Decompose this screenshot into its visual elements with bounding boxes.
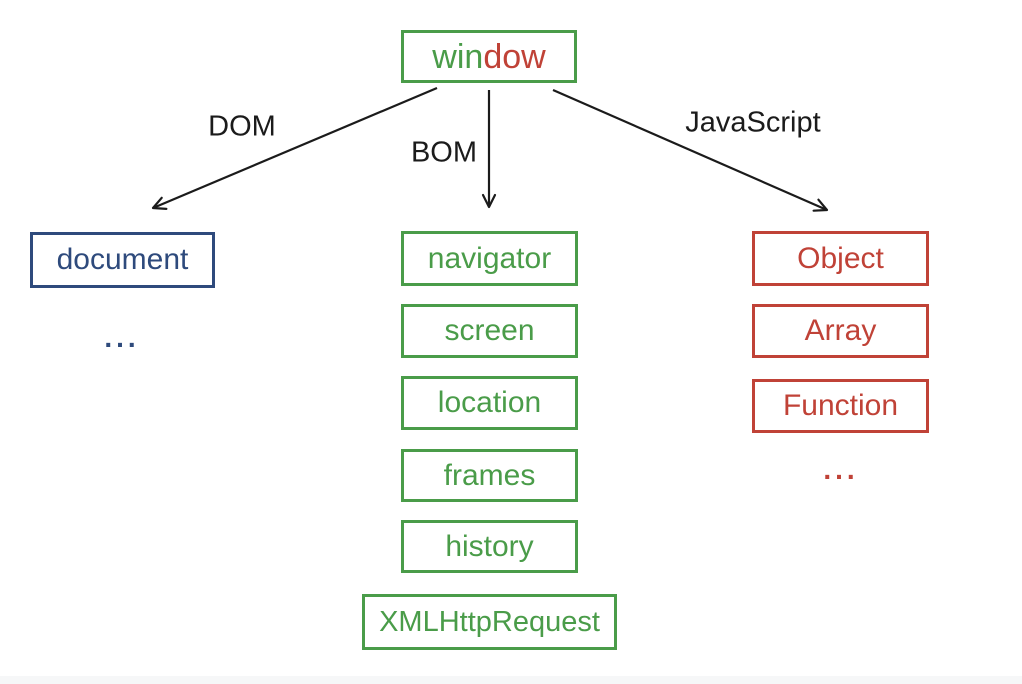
- node-location: location: [401, 376, 578, 430]
- bom-branch-label: BOM: [410, 136, 478, 169]
- dom-branch-arrow: [151, 86, 438, 210]
- node-frames: frames: [401, 449, 578, 502]
- node-object: Object: [752, 231, 929, 286]
- node-history: history: [401, 520, 578, 573]
- node-navigator: navigator: [401, 231, 578, 286]
- node-xmlhttprequest: XMLHttpRequest: [362, 594, 617, 650]
- js-ellipsis: ...: [823, 454, 859, 485]
- node-array: Array: [752, 304, 929, 358]
- bottom-edge-strip: [0, 676, 1022, 684]
- window-label-red-part: dow: [483, 37, 546, 76]
- js-branch-label: JavaScript: [685, 106, 821, 139]
- window-label-green-part: win: [432, 37, 484, 76]
- dom-branch-label: DOM: [208, 110, 276, 143]
- node-document: document: [30, 232, 215, 288]
- dom-ellipsis: ...: [104, 322, 140, 353]
- node-screen: screen: [401, 304, 578, 358]
- node-function: Function: [752, 379, 929, 433]
